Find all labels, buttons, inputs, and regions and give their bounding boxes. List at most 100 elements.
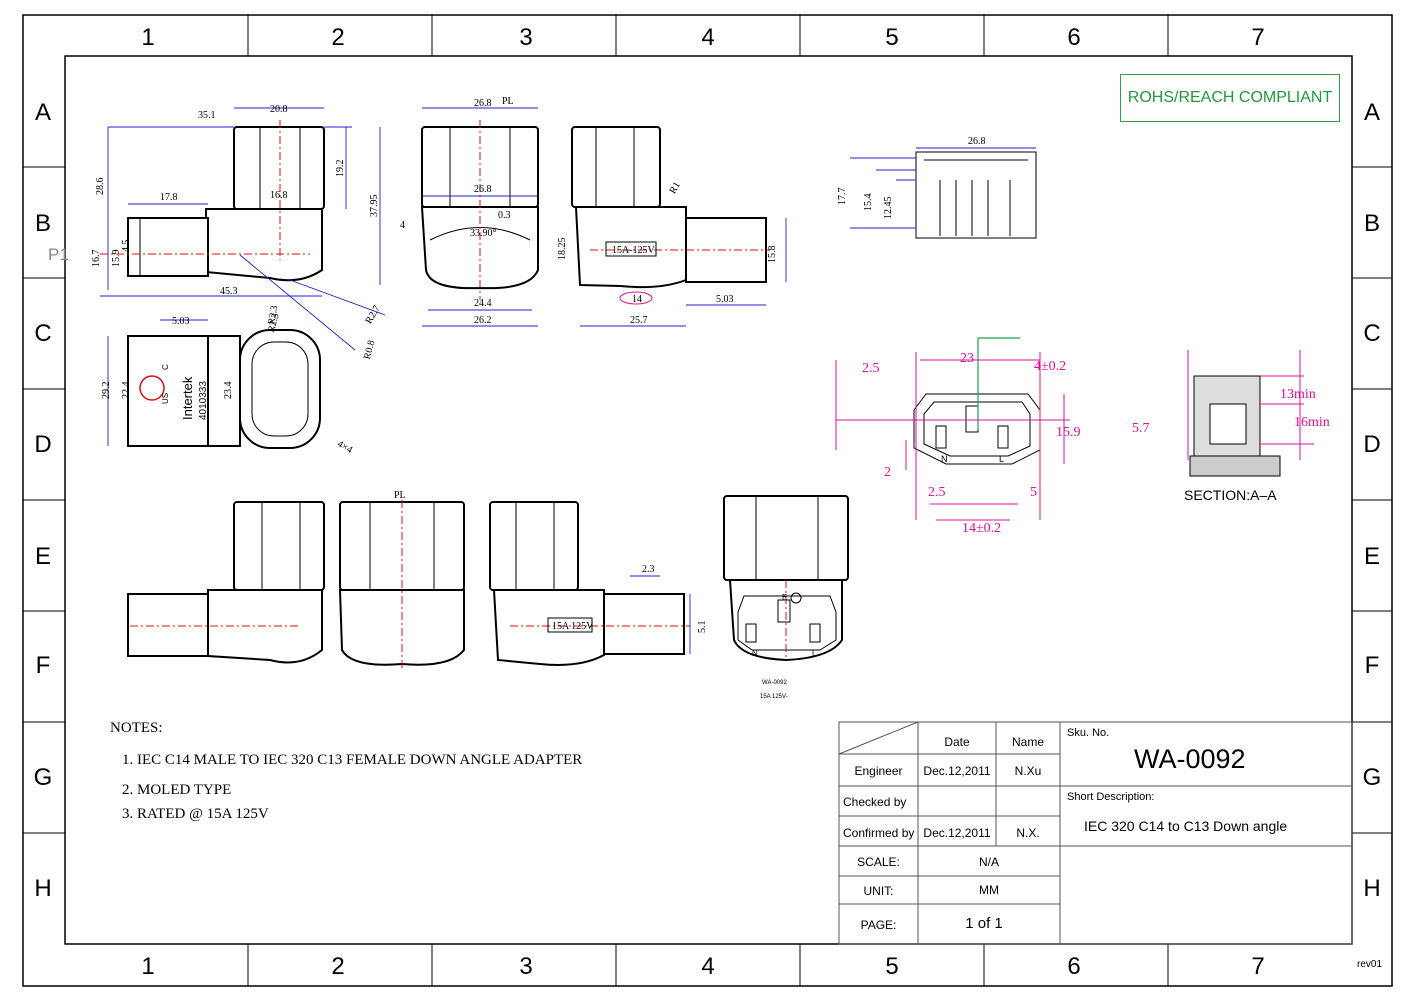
row-label-d: D [34,431,52,458]
dim-pocket-12-45: 12.45 [883,197,894,220]
dim-37-95: 37.95 [369,195,380,218]
dim-24-4: 24.4 [474,298,492,309]
top-view: 5.03 R2.3 23.4 29.2 22.4 4×4 Intertek 40… [101,312,354,456]
note-item-2: 2. MOLED TYPE [122,782,232,798]
column-label-6: 6 [1067,24,1081,51]
dim-r2-3-top: R2.3 [266,312,282,333]
dim-0-3: 0.3 [498,210,511,221]
cert-us: US [161,393,170,404]
notes-block: NOTES: [110,720,163,753]
row-label-b-right: B [1363,210,1380,237]
note-item-1: 1. IEC C14 MALE TO IEC 320 C13 FEMALE DO… [122,752,583,768]
dim-23-4: 23.4 [223,382,234,400]
dim-pocket-17-7: 17.7 [837,188,848,206]
dim-r1: R1 [668,180,683,196]
dim-face-4: 4±0.2 [1034,359,1066,374]
dim-angle: 33.90° [470,228,497,239]
side-view-left: 35.1 20.8 28.6 19.2 37.95 17.8 16.8 16.7… [91,104,386,361]
dim-r2-3: R2.3 [266,305,280,326]
row-label-e-right: E [1363,543,1380,570]
dim-26-8-mid: 26.8 [474,184,492,195]
row-label-e: E [34,543,51,570]
dim-14: 14 [632,294,642,305]
dim-face-2: 2 [884,465,891,480]
dim-25-7: 25.7 [630,315,648,326]
cert-brand: Intertek [180,376,195,420]
row-label-c: C [34,320,52,347]
side-view-right: 15A-125V R1 18.25 15.8 14 5.03 25.7 [557,126,787,327]
dim-section-5-7: 5.7 [1132,421,1150,436]
compliance-badge: ROHS/REACH COMPLIANT [1120,74,1340,122]
dim-pocket-15-4: 15.4 [863,194,874,212]
column-label-2: 2 [331,24,345,51]
panel-cutout: 2.5 23 4±0.2 15.9 2 2.5 5 14±0.2 N L [835,337,1081,536]
tb-short-desc-value: IEC 320 C14 to C13 Down angle [1084,818,1288,834]
title-block-frame [838,721,1353,945]
dim-r2-7: R2.7 [364,304,383,326]
dim-15-9: 15.9 [111,250,122,268]
column-label-1: 1 [141,24,155,51]
dim-5-03-right: 5.03 [716,294,734,305]
pl-mark-front: PL [502,96,514,107]
row-label-d-right: D [1363,431,1381,458]
row-label-h-right: H [1363,875,1381,902]
tb-sku-label: Sku. No. [1067,727,1110,739]
dim-15-8: 15.8 [767,246,778,264]
tb-confirmed-name: N.X. [1016,826,1040,840]
pocket-detail: 26.8 17.7 15.4 12.45 [837,136,1037,239]
dim-26-8-top: 26.8 [474,98,492,109]
row-label-b: B [34,210,51,237]
dim-section-13min: 13min [1280,387,1316,402]
dim-20-8: 20.8 [270,104,288,115]
tb-short-desc-label: Short Description: [1067,791,1155,803]
row-label-g: G [33,764,53,791]
face-pin-l: L [999,454,1004,464]
column-label-4: 4 [701,24,715,51]
cert-number: 4010333 [198,381,209,420]
bottom-pin-e: E [782,593,787,602]
tb-page-value: 1 of 1 [965,915,1003,932]
bottom-pin-n: N [752,649,758,658]
dim-face-2-5-top: 2.5 [862,361,880,376]
column-label-4-bottom: 4 [701,953,715,980]
bottom-view-4: N L E WA-0092 15A 125V- [723,495,849,700]
dim-section-16min: 16min [1294,415,1330,430]
bottom-view-2: PL [338,490,465,670]
column-label-3: 3 [519,24,533,51]
dim-face-23: 23 [960,351,974,366]
note-item-3: 3. RATED @ 15A 125V [122,806,269,822]
dim-29-2: 29.2 [101,382,112,400]
tb-engineer-date: Dec.12,2011 [923,764,991,778]
pl-mark-bottom: PL [394,490,406,501]
rating-label-right: 15A-125V [612,245,656,256]
tb-confirmed-label: Confirmed by [843,826,915,840]
dim-pocket-26-8: 26.8 [968,136,986,147]
bottom-pin-l: L [812,649,817,658]
tb-scale-value: N/A [978,855,999,869]
tb-engineer-label: Engineer [854,764,903,778]
front-view: 26.8 PL 26.8 0.3 4 33.90° 24.4 26.2 [400,96,539,327]
dim-face-5: 5 [1030,485,1037,500]
column-label-3-bottom: 3 [519,953,533,980]
part-mark: WA-0092 [762,680,787,686]
tb-scale-label: SCALE: [857,855,900,869]
part-mark-rating: 15A 125V- [760,694,788,700]
dim-face-2-5-bottom: 2.5 [928,485,946,500]
row-label-c-right: C [1363,320,1381,347]
dim-19-2: 19.2 [335,160,346,178]
row-label-h: H [34,875,52,902]
tb-confirmed-date: Dec.12,2011 [923,826,991,840]
dim-18-25: 18.25 [557,238,568,261]
dim-35-1: 35.1 [198,110,216,121]
dim-22-4: 22.4 [121,382,132,400]
dim-28-6: 28.6 [95,178,106,196]
dim-4: 4 [400,220,405,231]
bottom-view-3: 2.3 5.1 15A 125V [489,501,708,666]
dim-26-2: 26.2 [474,315,492,326]
dim-side-5-1: 5.1 [697,621,708,634]
column-label-6-bottom: 6 [1067,953,1081,980]
column-label-1-bottom: 1 [141,953,155,980]
face-pin-n: N [941,454,948,464]
